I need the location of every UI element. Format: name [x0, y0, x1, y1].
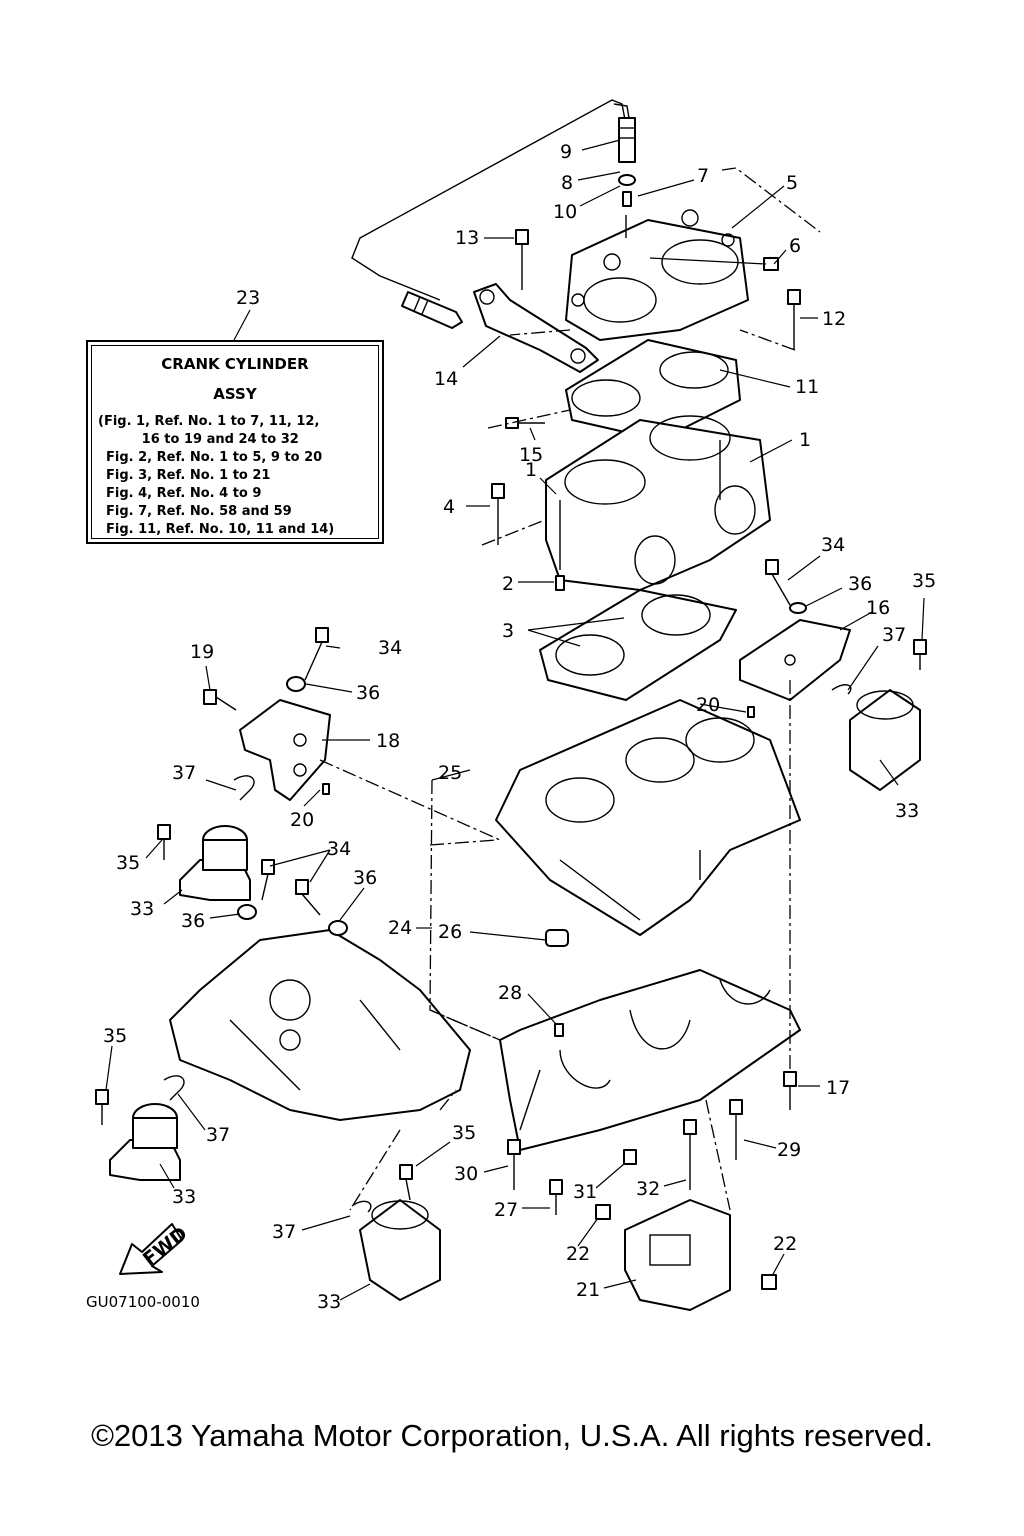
callout-33a: 33 [895, 800, 919, 822]
hose [351, 99, 636, 329]
callout-36c: 36 [353, 867, 377, 889]
leader-lines [105, 139, 925, 1301]
callout-12: 12 [822, 308, 846, 330]
callout-23: 23 [236, 287, 260, 309]
assembly-line: Fig. 11, Ref. No. 10, 11 and 14) [106, 522, 335, 537]
callout-34c: 34 [327, 838, 351, 860]
callout-36d: 36 [181, 910, 205, 932]
intermediate-housing [169, 929, 471, 1121]
callout-33c: 33 [172, 1186, 196, 1208]
bolts [95, 229, 927, 1290]
callout-15: 15 [519, 444, 543, 466]
callout-3: 3 [502, 620, 514, 642]
callout-13: 13 [455, 227, 479, 249]
callout-28: 28 [498, 982, 522, 1004]
callout-10: 10 [553, 201, 577, 223]
callout-24: 24 [388, 917, 412, 939]
callout-27: 27 [494, 1199, 518, 1221]
callout-14: 14 [434, 368, 458, 390]
figure-code: GU07100-0010 [86, 1293, 200, 1311]
callout-22b: 22 [773, 1233, 797, 1255]
callout-19: 19 [190, 641, 214, 663]
callout-37a: 37 [882, 624, 906, 646]
head-gasket [565, 339, 741, 441]
callout-29: 29 [777, 1139, 801, 1161]
callout-20a: 20 [696, 694, 720, 716]
callout-35d: 35 [452, 1122, 476, 1144]
callout-2: 2 [502, 573, 514, 595]
assembly-lines [319, 167, 821, 1211]
mount-bracket-right [739, 619, 851, 701]
engine-mount-upper-left [179, 825, 251, 901]
small-parts [163, 174, 852, 1213]
callout-8: 8 [561, 172, 573, 194]
callout-35a: 35 [912, 570, 936, 592]
fwd-arrow: FWD [119, 1223, 192, 1275]
callout-4: 4 [443, 496, 455, 518]
bracket [473, 283, 599, 373]
callout-35c: 35 [103, 1025, 127, 1047]
callout-20b: 20 [290, 809, 314, 831]
copyright-notice: ©2013 Yamaha Motor Corporation, U.S.A. A… [91, 1418, 933, 1453]
callout-30: 30 [454, 1163, 478, 1185]
mount-bracket-left [239, 699, 331, 801]
callout-5: 5 [786, 172, 798, 194]
callout-11: 11 [795, 376, 819, 398]
assembly-line: Fig. 2, Ref. No. 1 to 5, 9 to 20 [106, 450, 323, 465]
callout-33b: 33 [130, 898, 154, 920]
assembly-line: (Fig. 1, Ref. No. 1 to 7, 11, 12, [98, 414, 320, 429]
assembly-line: Fig. 7, Ref. No. 58 and 59 [106, 504, 292, 519]
upper-crankcase [495, 699, 801, 936]
callout-36b: 36 [356, 682, 380, 704]
callout-26: 26 [438, 921, 462, 943]
assembly-title-line2: ASSY [213, 385, 257, 403]
base-gasket [539, 589, 737, 701]
callout-36a: 36 [848, 573, 872, 595]
callout-1a: 1 [799, 429, 811, 451]
callout-16: 16 [866, 597, 890, 619]
callout-6: 6 [789, 235, 801, 257]
assembly-info-box: CRANK CYLINDER ASSY (Fig. 1, Ref. No. 1 … [86, 340, 384, 544]
callout-9: 9 [560, 141, 572, 163]
engine-mount-right [849, 689, 921, 791]
engine-mount-lower-left [109, 1103, 181, 1181]
assembly-title-line1: CRANK CYLINDER [161, 355, 309, 373]
callout-32: 32 [636, 1178, 660, 1200]
cylinder-head [565, 209, 749, 341]
callout-37c: 37 [206, 1124, 230, 1146]
callout-35b: 35 [116, 852, 140, 874]
cover [624, 1199, 731, 1311]
callout-34a: 34 [821, 534, 845, 556]
callout-31: 31 [573, 1181, 597, 1203]
callout-1b: 1 [525, 459, 537, 481]
callout-37b: 37 [172, 762, 196, 784]
callout-18: 18 [376, 730, 400, 752]
callout-22a: 22 [566, 1243, 590, 1265]
callout-34b: 34 [378, 637, 402, 659]
assembly-line: Fig. 4, Ref. No. 4 to 9 [106, 486, 262, 501]
lower-crankcase [499, 969, 801, 1151]
callout-7: 7 [697, 165, 709, 187]
callout-21: 21 [576, 1279, 600, 1301]
callout-37d: 37 [272, 1221, 296, 1243]
cylinder-block [545, 415, 771, 591]
assembly-line: 16 to 19 and 24 to 32 [110, 432, 299, 447]
callouts: 9 8 7 5 10 13 6 12 14 11 15 1 1 4 2 3 34… [103, 141, 936, 1313]
callout-25: 25 [438, 762, 462, 784]
callout-17: 17 [826, 1077, 850, 1099]
engine-mount-bottom [359, 1199, 441, 1301]
callout-33d: 33 [317, 1291, 341, 1313]
assembly-line: Fig. 3, Ref. No. 1 to 21 [106, 468, 271, 483]
